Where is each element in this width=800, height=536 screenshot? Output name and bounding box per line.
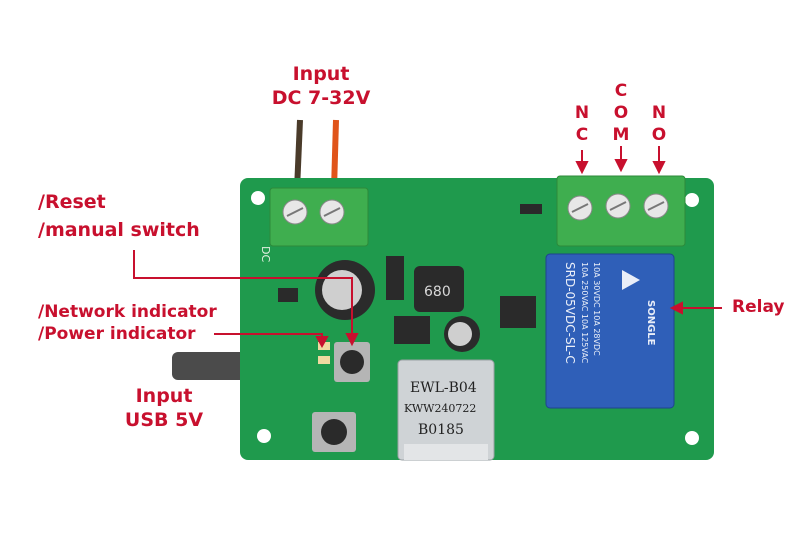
relay-model: SRD-05VDC-SL-C	[563, 262, 577, 364]
transistor	[278, 288, 298, 302]
power-indicator-label: /Power indicator	[38, 324, 196, 344]
reset-label: /Reset	[38, 191, 106, 213]
reset-callout-arrow	[345, 333, 359, 347]
network-indicator-label: /Network indicator	[38, 302, 217, 322]
nc-callout-arrow	[575, 161, 589, 175]
module-label-3: B0185	[418, 422, 464, 438]
manual-switch-label: /manual switch	[38, 219, 200, 241]
ic-chip	[394, 316, 430, 344]
reset-button-cap	[340, 350, 364, 374]
screw-slot	[609, 201, 627, 211]
screw-slot	[286, 207, 304, 217]
mount-hole	[685, 431, 699, 445]
dc-silkscreen: DC	[259, 246, 272, 262]
input-usb-label: Input USB 5V	[112, 384, 216, 432]
capacitor-small-top	[448, 322, 472, 346]
network-led	[318, 342, 330, 350]
mount-hole	[257, 429, 271, 443]
power-led	[318, 356, 330, 364]
second-button-cap	[321, 419, 347, 445]
nc-label: N C	[574, 103, 590, 145]
com-label: C O M	[612, 81, 630, 145]
input-usb-line1: Input	[135, 385, 193, 407]
capacitor-top	[322, 270, 362, 310]
screw-slot	[571, 203, 589, 213]
screw-slot	[323, 207, 341, 217]
relay-rating-2: 10A 30VDC 10A 28VDC	[592, 262, 601, 356]
smd-part	[520, 204, 542, 214]
com-callout-arrow	[614, 159, 628, 173]
relay-logo	[622, 270, 640, 290]
inductor-label: 680	[424, 284, 451, 300]
relay-callout-arrow	[669, 301, 683, 315]
relay-brand: SONGLE	[645, 300, 656, 346]
module-label-2: KWW240722	[404, 402, 476, 415]
mount-hole	[251, 191, 265, 205]
no-label: N O	[651, 103, 667, 145]
screw-slot	[647, 201, 665, 211]
regulator	[500, 296, 536, 328]
relay-label: Relay	[732, 297, 785, 317]
mount-hole	[685, 193, 699, 207]
inductor	[414, 266, 464, 312]
usb-cable	[172, 352, 252, 380]
input-usb-line2: USB 5V	[124, 409, 204, 431]
relay-rating-1: 10A 250VAC 10A 125VAC	[580, 262, 589, 364]
wifi-module-antenna	[404, 444, 488, 460]
input-dc-label: Input DC 7-32V	[254, 62, 388, 110]
no-callout-arrow	[652, 161, 666, 175]
input-dc-line2: DC 7-32V	[271, 87, 371, 109]
relay-body	[545, 253, 675, 409]
indicator-callout-arrow	[315, 336, 329, 349]
reset-callout-line	[133, 250, 353, 340]
diode	[386, 256, 404, 300]
module-label-1: EWL-B04	[410, 380, 477, 396]
input-dc-line1: Input	[292, 63, 350, 85]
